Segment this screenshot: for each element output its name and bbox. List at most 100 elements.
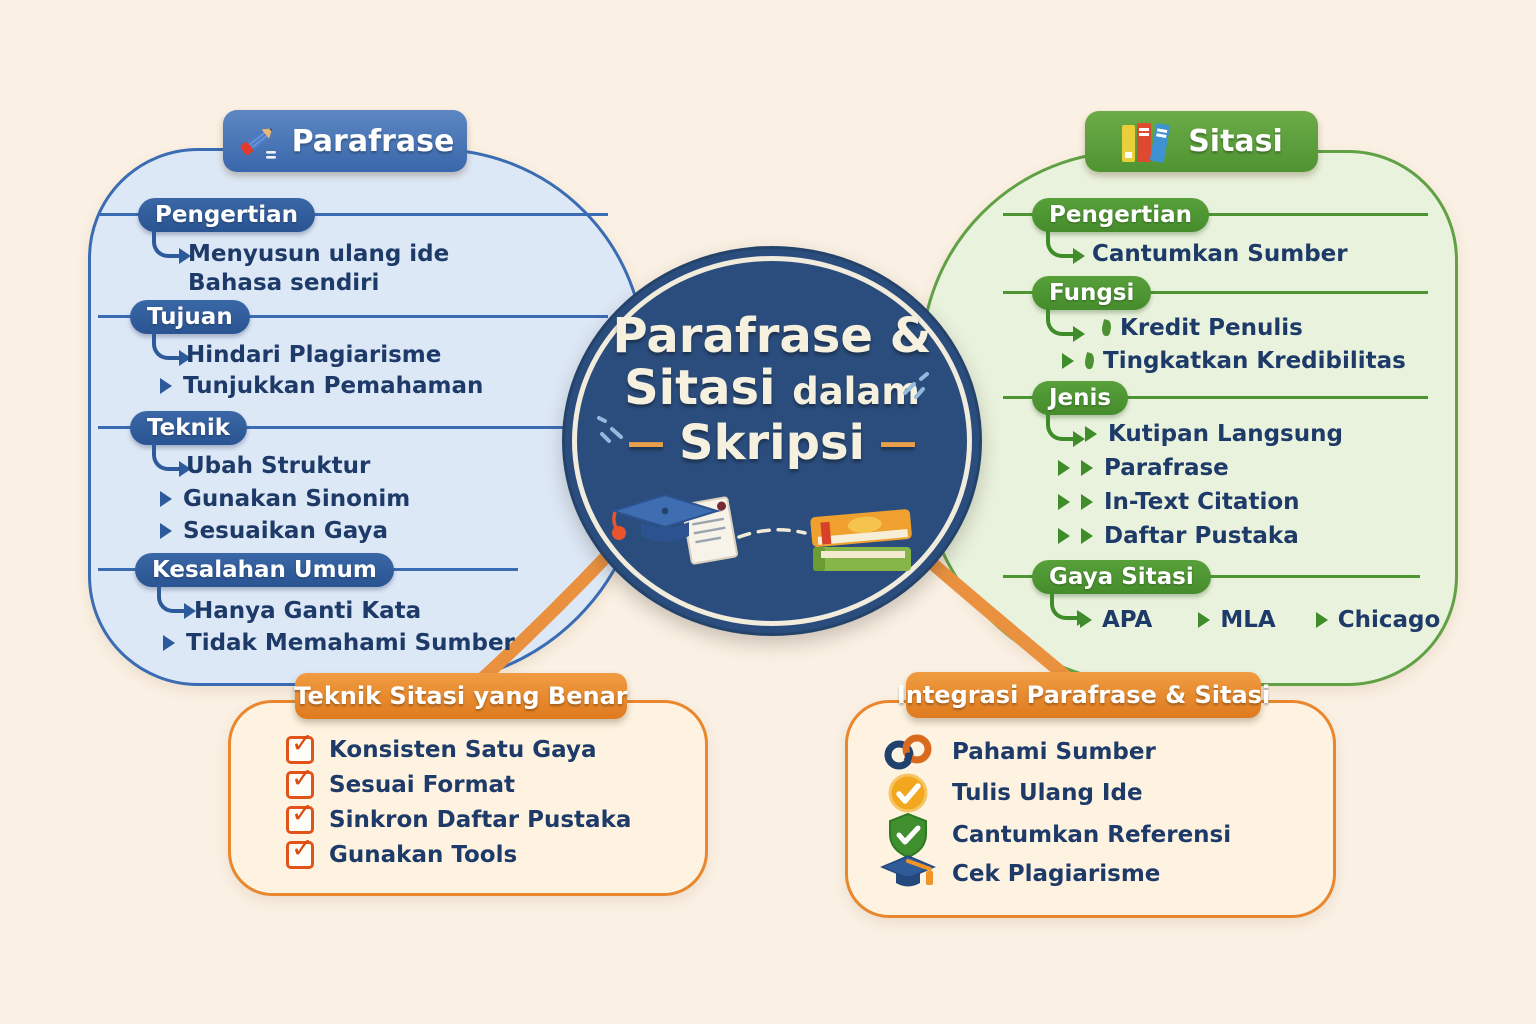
triangle-bullet-icon — [1198, 612, 1211, 628]
list-item-label: Parafrase — [1104, 455, 1229, 481]
integration-item: Pahami Sumber — [880, 733, 1156, 771]
elbow-arrow-icon — [157, 585, 196, 619]
section-badge-kesalahan-umum: Kesalahan Umum — [135, 553, 394, 587]
checklist-item-label: Konsisten Satu Gaya — [329, 737, 597, 763]
checklist-item: Sinkron Daftar Pustaka — [286, 798, 632, 834]
checklist-item: Sesuai Format — [286, 763, 516, 799]
list-item: Ubah Struktur — [186, 453, 370, 479]
sitasi-header: Sitasi — [1085, 111, 1318, 172]
checklist-item-label: Gunakan Tools — [329, 842, 518, 868]
elbow-arrow-icon — [1046, 230, 1085, 264]
central-title-line3-label: Skripsi — [679, 414, 865, 471]
integration-item-label: Tulis Ulang Ide — [952, 780, 1143, 806]
list-item-label: Kredit Penulis — [1120, 315, 1303, 341]
section-badge-teknik: Teknik — [130, 411, 248, 445]
list-item: Tunjukkan Pemahaman — [160, 373, 483, 399]
checklist-item: Gunakan Tools — [286, 833, 518, 869]
parafrase-header: Parafrase — [223, 110, 467, 172]
list-item-label: MLA — [1220, 607, 1276, 633]
list-item-label: Tidak Memahami Sumber — [186, 630, 515, 656]
checklist-item-label: Sinkron Daftar Pustaka — [329, 807, 632, 833]
central-title-line2-main: Sitasi — [624, 360, 776, 417]
guide-line — [1003, 575, 1420, 578]
triangle-bullet-icon — [1058, 528, 1070, 544]
books-icon — [1122, 122, 1171, 163]
guide-line — [98, 426, 608, 429]
guide-line — [1003, 291, 1428, 294]
triangle-bullet-icon — [1080, 612, 1092, 628]
link-icon — [884, 734, 932, 770]
triangle-bullet-icon — [1315, 612, 1328, 628]
checklist-item-label: Sesuai Format — [329, 772, 516, 798]
integration-item: Tulis Ulang Ide — [880, 772, 1143, 814]
section-badge-gaya-sitasi: Gaya Sitasi — [1032, 560, 1211, 594]
central-topic-circle: Parafrase & Sitasi dalam — Skripsi — — [562, 246, 982, 636]
elbow-arrow-icon — [1046, 413, 1085, 447]
list-item: Menyusun ulang ide — [188, 241, 449, 267]
integrasi-header: Integrasi Parafrase & Sitasi — [897, 672, 1270, 718]
list-item: Kutipan Langsung — [1085, 421, 1343, 447]
list-item-label: Chicago — [1337, 607, 1441, 633]
integration-item-label: Cek Plagiarisme — [952, 861, 1161, 887]
triangle-bullet-icon — [160, 378, 172, 394]
list-item: Daftar Pustaka — [1058, 523, 1299, 549]
list-item: Parafrase — [1058, 455, 1229, 481]
sitasi-header-label: Sitasi — [1188, 124, 1283, 159]
guide-line — [1003, 396, 1428, 399]
triangle-bullet-icon — [163, 635, 175, 651]
list-item-label: Daftar Pustaka — [1104, 523, 1299, 549]
sparkle-icon — [597, 416, 623, 443]
graduation-cap-icon — [880, 855, 936, 887]
parafrase-header-label: Parafrase — [291, 123, 455, 159]
cap-paper-books-illustration — [609, 494, 912, 572]
leaf-icon — [1100, 319, 1113, 337]
integration-item-label: Pahami Sumber — [952, 739, 1156, 765]
checked-checkbox-icon — [286, 728, 314, 764]
list-item-label: Hindari Plagiarisme — [186, 342, 442, 368]
triangle-bullet-icon — [1081, 528, 1093, 544]
list-item: Hanya Ganti Kata — [194, 598, 421, 624]
triangle-bullet-icon — [160, 491, 172, 507]
elbow-arrow-icon — [152, 443, 191, 477]
list-item-label: Cantumkan Sumber — [1092, 241, 1348, 267]
dash-decoration: — — [879, 420, 917, 465]
checked-checkbox-icon — [286, 798, 314, 834]
triangle-bullet-icon — [1085, 426, 1097, 442]
dash-decoration: — — [627, 420, 665, 465]
list-item: Bahasa sendiri — [188, 270, 379, 296]
list-item: Tidak Memahami Sumber — [163, 630, 515, 656]
list-item-label: Menyusun ulang ide — [188, 241, 450, 267]
checked-checkbox-icon — [286, 833, 314, 869]
list-item: Kredit Penulis — [1100, 315, 1303, 341]
elbow-arrow-icon — [1046, 308, 1085, 342]
list-item-label: Sesuaikan Gaya — [183, 518, 389, 544]
list-item-label: Kutipan Langsung — [1108, 421, 1343, 447]
list-item-label: APA — [1102, 607, 1153, 633]
checked-checkbox-icon — [286, 763, 314, 799]
section-badge-jenis: Jenis — [1032, 381, 1129, 415]
pencil-icon — [240, 128, 276, 159]
list-item-label: Tingkatkan Kredibilitas — [1103, 348, 1406, 374]
triangle-bullet-icon — [1081, 460, 1093, 476]
list-item: Sesuaikan Gaya — [160, 518, 388, 544]
elbow-arrow-icon — [152, 230, 191, 264]
central-title-line2-rest: dalam — [792, 370, 920, 414]
list-item-label: Bahasa sendiri — [188, 270, 380, 296]
list-item-label: Ubah Struktur — [186, 453, 371, 479]
central-title-line2: Sitasi dalam — [624, 361, 920, 416]
list-item: Gunakan Sinonim — [160, 486, 410, 512]
central-title-line1: Parafrase & — [612, 308, 932, 364]
central-title-line3: — Skripsi — — [627, 414, 917, 471]
triangle-bullet-icon — [1058, 460, 1070, 476]
guide-line — [1003, 213, 1428, 216]
section-badge-pengertian: Pengertian — [138, 198, 316, 232]
list-item: Hindari Plagiarisme — [186, 342, 441, 368]
list-item: In-Text Citation — [1058, 489, 1300, 515]
check-circle-icon — [888, 773, 928, 813]
list-item: Cantumkan Sumber — [1092, 241, 1348, 267]
section-badge-pengertian: Pengertian — [1032, 198, 1210, 232]
teknik-sitasi-header: Teknik Sitasi yang Benar — [294, 673, 628, 719]
section-badge-fungsi: Fungsi — [1032, 276, 1152, 310]
guide-line — [98, 315, 608, 318]
